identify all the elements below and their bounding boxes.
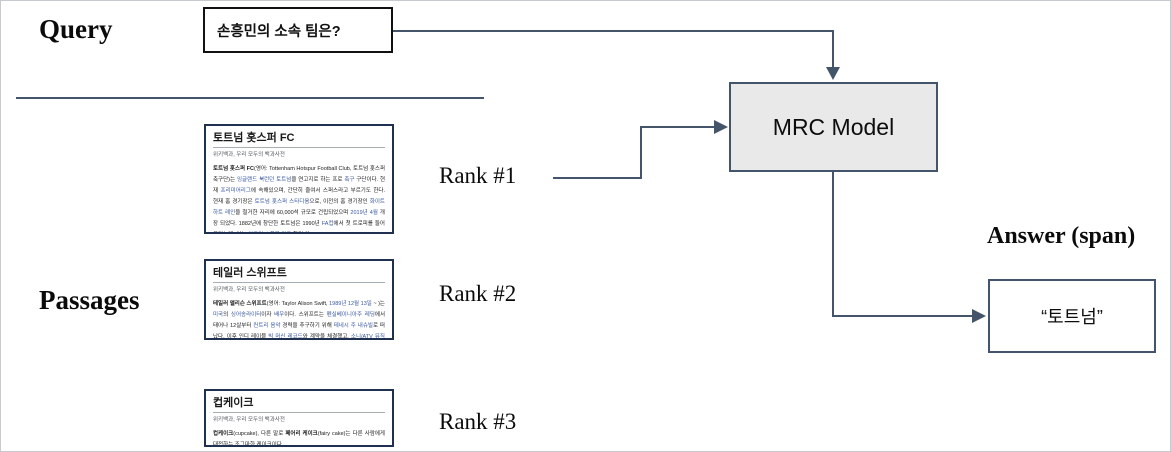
passage-text: 을 철거한 자리에 60,000석 규모로 건립되었으며	[235, 210, 351, 216]
passage-text: 로 떠났다. 이후 인디 레이블	[213, 323, 385, 340]
section-divider	[16, 97, 484, 99]
passage-text: 구단이다. 현재	[213, 177, 386, 194]
mrc-model-box: MRC Model	[729, 82, 938, 172]
arrowhead-down-icon	[826, 67, 840, 80]
passage-text: 창립 이	[292, 232, 310, 234]
passage-link-text: 북런던	[259, 177, 275, 183]
passage-text: 와 계약을 체결했고,	[302, 334, 351, 340]
passage-body: 토트넘 홋스퍼 FC(영어: Tottenham Hotspur Footbal…	[213, 164, 386, 234]
mrc-to-answer-line	[832, 172, 973, 317]
answer-box: “토트넘”	[988, 279, 1156, 353]
arrowhead-right-icon	[714, 120, 728, 134]
passage-text: 에 속해있으며, 간단히 줄여서 스퍼스라고 부르기도 한다. 현재 홈 경기장…	[213, 188, 386, 205]
passage-link-text: 컨트리 음악	[253, 323, 281, 329]
rank-1-label: Rank #1	[439, 163, 517, 188]
passage-text: 토트넘 홋스퍼 FC	[213, 166, 254, 172]
passage-link-text: 펜실베이니아주	[326, 312, 363, 318]
passage-text: 이자	[261, 312, 275, 318]
passage-subtitle: 위키백과, 우리 모두의 백과사전	[213, 417, 285, 423]
rank1-to-mrc-line	[553, 126, 715, 179]
passage-link-text: 1989년	[329, 301, 347, 307]
passage-title: 컵케이크	[213, 396, 385, 413]
passage-card-rank2: 테일러 스위프트 위키백과, 우리 모두의 백과사전 테일러 앨리슨 스위프트(…	[204, 259, 394, 340]
passage-link-text: 토트넘 홋스퍼 스타디움	[254, 199, 310, 205]
query-to-mrc-line	[393, 30, 834, 67]
passage-text: (cupcake), 다른 말로	[233, 431, 286, 437]
passage-text: 경력을 추구하기 위해	[280, 323, 334, 329]
arrowhead-right-icon	[972, 309, 986, 323]
passage-link-text: 싱어송라이터	[230, 312, 262, 318]
passage-title: 토트넘 홋스퍼 FC	[213, 131, 385, 148]
passage-link-text: 테네시 주	[333, 323, 356, 329]
passage-link-text: 화이트 하트 레인	[213, 199, 385, 216]
query-label: Query	[39, 14, 113, 44]
passage-text: (fairy cake)는 다른 사람에게 대접하는 조그마한 케이크이다.	[213, 431, 385, 447]
passages-label: Passages	[39, 285, 140, 315]
rank-3-label: Rank #3	[439, 409, 517, 434]
passage-text: 을 연고지로 하는 프로	[291, 177, 345, 183]
passage-link-text: 내슈빌	[357, 323, 373, 329]
passage-link-text: 빅 머신 레코드	[268, 334, 303, 340]
passage-link-text: 소니/ATV 뮤직 퍼블리싱	[350, 334, 385, 340]
passage-link-text: 토트넘	[276, 177, 292, 183]
passage-text: 컵케이크	[213, 431, 234, 437]
passage-link-text: 레딩	[364, 312, 375, 318]
passage-link-text: FA컵	[321, 221, 334, 227]
answer-text: “토트넘”	[1041, 307, 1103, 327]
passage-link-text: 12월 13일	[347, 301, 372, 307]
passage-text: 개장 되었다. 1882년에 창단한 토트넘은 1990년	[213, 210, 385, 227]
passage-link-text: 프리미어리그	[220, 188, 251, 194]
passage-link-text: 미국	[213, 312, 224, 318]
passage-text: ~ )는	[371, 301, 385, 307]
passage-card-rank1: 토트넘 홋스퍼 FC 위키백과, 우리 모두의 백과사전 토트넘 홋스퍼 FC(…	[204, 124, 394, 234]
passage-link-text: 배우	[274, 312, 285, 318]
passage-text: 에서 첫 트로피를 들어 올렸는데, 이는	[333, 221, 385, 227]
query-text: 손흥민의 소속 팀은?	[217, 23, 341, 40]
passage-link-text: 잉글리시 풋볼 리그	[248, 232, 292, 234]
passage-link-text: 2019년 4월	[350, 210, 378, 216]
passage-card-rank3: 컵케이크 위키백과, 우리 모두의 백과사전 컵케이크(cupcake), 다른…	[204, 389, 394, 447]
passage-subtitle: 위키백과, 우리 모두의 백과사전	[213, 287, 285, 293]
passage-body: 테일러 앨리슨 스위프트(영어: Taylor Alison Swift, 19…	[213, 299, 386, 340]
passage-title: 테일러 스위프트	[213, 266, 385, 283]
passage-link-text: 축구	[344, 177, 355, 183]
passage-subtitle: 위키백과, 우리 모두의 백과사전	[213, 152, 285, 158]
passage-text: 으로, 이전의 홈 경기장인	[309, 199, 370, 205]
passage-text: 이다. 스위프트는	[284, 312, 327, 318]
mrc-model-text: MRC Model	[772, 113, 895, 140]
passage-text: 테일러 앨리슨 스위프트	[213, 301, 267, 307]
passage-body: 컵케이크(cupcake), 다른 말로 페어리 케이크(fairy cake)…	[213, 429, 385, 447]
query-box: 손흥민의 소속 팀은?	[203, 7, 393, 53]
passage-text: (영어: Taylor Alison Swift,	[266, 301, 330, 307]
passage-text: 에서 태어나 12살부터	[213, 312, 386, 329]
passage-text: (영어: Tottenham Hotspur Football Club, 토트…	[213, 166, 386, 183]
passage-link-text: 잉글랜드	[236, 177, 258, 183]
passage-text: 의	[223, 312, 231, 318]
rank-2-label: Rank #2	[439, 281, 517, 306]
passage-text: 페어리 케이크	[285, 431, 318, 437]
answer-span-label: Answer (span)	[987, 223, 1136, 249]
